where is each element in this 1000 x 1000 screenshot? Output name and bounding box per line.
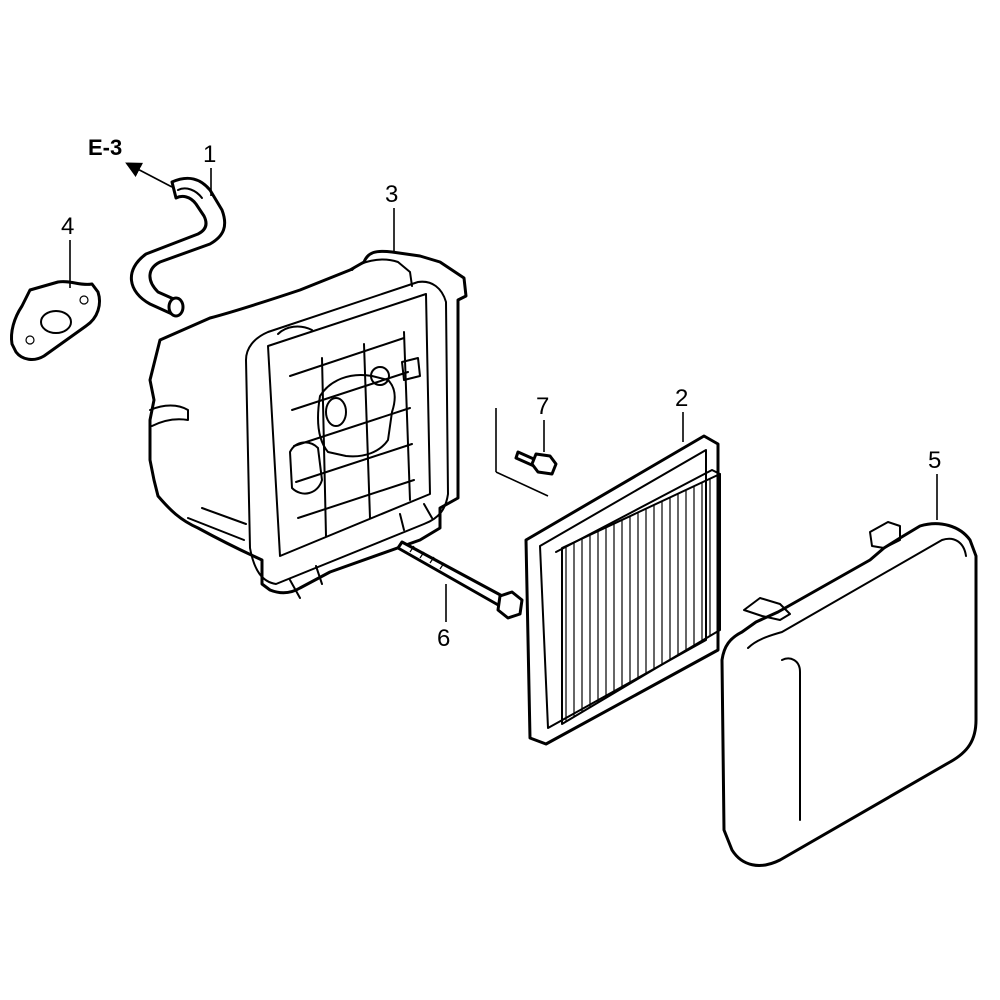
callout-1: 1 xyxy=(203,141,216,168)
reference-arrow xyxy=(125,162,173,188)
part-breather-hose xyxy=(129,176,227,318)
callout-4: 4 xyxy=(61,213,74,240)
part-gasket xyxy=(10,280,101,361)
callout-5: 5 xyxy=(928,447,941,474)
callout-2: 2 xyxy=(675,385,688,412)
filter-pleats xyxy=(565,474,719,724)
part-bolt-small xyxy=(495,408,558,497)
reference-e3: E-3 xyxy=(88,135,173,188)
part-bolt-long xyxy=(396,540,524,620)
reference-label: E-3 xyxy=(88,135,122,160)
callout-6: 6 xyxy=(437,625,450,652)
callout-leaders xyxy=(69,168,938,622)
callout-3: 3 xyxy=(385,181,398,208)
part-air-cleaner-cover xyxy=(720,521,978,867)
callout-numbers: 1 4 3 7 2 5 6 xyxy=(61,141,941,652)
part-air-cleaner-case xyxy=(148,249,468,599)
callout-7: 7 xyxy=(536,393,549,420)
part-air-filter xyxy=(524,434,721,746)
